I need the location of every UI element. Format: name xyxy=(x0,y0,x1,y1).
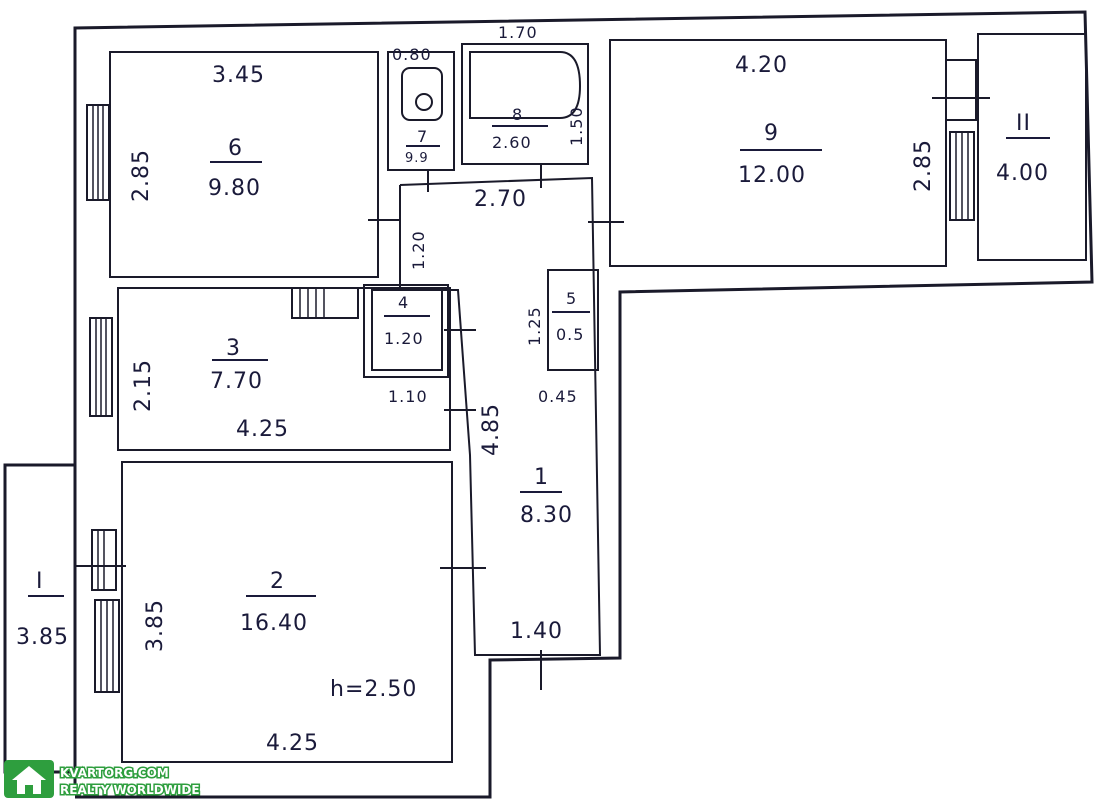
watermark: KVARTORG.COM REALTY WORLDWIDE xyxy=(4,760,201,799)
room-9-number: 9 xyxy=(764,121,779,146)
room-2-number: 2 xyxy=(270,569,285,594)
room-6-width: 3.45 xyxy=(212,63,265,88)
room-1-area: 8.30 xyxy=(520,503,573,528)
bathtub-icon xyxy=(469,51,582,119)
room-7-number: 7 xyxy=(417,127,428,146)
room-1-width: 1.40 xyxy=(510,619,563,644)
room-1-number: 1 xyxy=(534,465,549,490)
room-II-area: 4.00 xyxy=(996,161,1049,186)
room-8-width: 1.70 xyxy=(498,23,538,42)
room-3-width: 4.25 xyxy=(236,417,289,442)
room-2-area: 16.40 xyxy=(240,611,308,636)
room-4-area: 1.20 xyxy=(384,329,424,348)
room-5-area: 0.5 xyxy=(556,325,584,344)
labels: 3.45 6 9.80 2.85 0.80 7 9.9 1.70 8 2.60 … xyxy=(16,23,1050,756)
room-4-number: 4 xyxy=(398,293,409,312)
room-4-width: 1.10 xyxy=(388,387,428,406)
room-9-depth: 2.85 xyxy=(911,139,936,192)
room-5-outline xyxy=(547,269,599,371)
room-8-number: 8 xyxy=(512,105,523,124)
room-9-width: 4.20 xyxy=(735,53,788,78)
room-8-depth: 1.50 xyxy=(567,106,586,146)
room-2-outline xyxy=(121,461,453,763)
room-3-outline xyxy=(117,287,451,451)
windows xyxy=(86,59,977,693)
room-outlines xyxy=(109,33,1087,763)
room-II-number: II xyxy=(1016,111,1031,136)
room-2-width: 4.25 xyxy=(266,731,319,756)
room-5-number: 5 xyxy=(566,289,577,308)
room-6-depth: 2.85 xyxy=(129,149,154,202)
room-1-side: 1.20 xyxy=(409,230,428,270)
fixtures xyxy=(401,51,582,121)
room-2-height: h=2.50 xyxy=(330,677,417,702)
room-I-number: I xyxy=(36,569,44,594)
room-9-outline xyxy=(609,39,947,267)
room-5-width: 0.45 xyxy=(538,387,578,406)
room-II-outline xyxy=(977,33,1087,261)
room-8-outline xyxy=(461,43,589,165)
room-8-area: 2.60 xyxy=(492,133,532,152)
toilet-icon xyxy=(401,67,443,121)
door-marks xyxy=(76,97,990,690)
room-6-number: 6 xyxy=(228,136,243,161)
room-1-depth: 4.85 xyxy=(479,403,504,456)
watermark-line2: REALTY WORLDWIDE xyxy=(60,783,200,797)
room-1-top: 2.70 xyxy=(474,187,527,212)
room-7-area: 9.9 xyxy=(405,151,429,166)
room-2-depth: 3.85 xyxy=(143,599,168,652)
room-7-width: 0.80 xyxy=(392,45,432,64)
room-9-area: 12.00 xyxy=(738,163,806,188)
room-3-number: 3 xyxy=(226,336,241,361)
room-7-outline xyxy=(387,51,455,171)
room-3-depth: 2.15 xyxy=(131,359,156,412)
room-5-depth: 1.25 xyxy=(525,306,544,346)
room-3-area: 7.70 xyxy=(210,369,263,394)
watermark-line1: KVARTORG.COM xyxy=(60,766,169,780)
room-6-area: 9.80 xyxy=(208,176,261,201)
room-I-area: 3.85 xyxy=(16,625,69,650)
room-1-outline xyxy=(399,176,602,656)
